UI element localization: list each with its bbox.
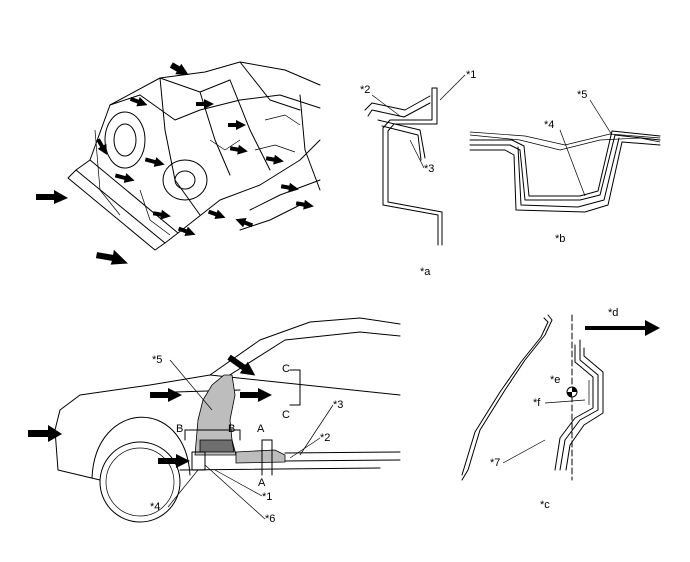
label-b: *b (555, 233, 565, 245)
section-mark-a2: A (258, 477, 266, 489)
section-view-b: *4 *5 *b (469, 89, 661, 245)
label-p4-side: *4 (150, 501, 160, 513)
section-mark-c1: C (282, 363, 290, 375)
label-p1-side: *1 (262, 491, 272, 503)
label-p2: *2 (360, 84, 370, 96)
label-p5: *5 (577, 89, 587, 101)
section-view-c: *d *e *f *7 *c (461, 307, 660, 511)
label-p2-side: *2 (320, 432, 330, 444)
label-e: *e (550, 374, 560, 386)
section-mark-c2: C (282, 409, 290, 421)
label-p3: *3 (424, 163, 434, 175)
label-f: *f (533, 397, 541, 409)
car-side-view: *5 *3 *2 *1 *4 *6 A A B B C C (28, 317, 401, 525)
label-c: *c (540, 499, 550, 511)
section-mark-b1: B (176, 423, 183, 435)
label-p4: *4 (544, 119, 554, 131)
label-p7: *7 (490, 457, 500, 469)
label-p3-side: *3 (333, 399, 343, 411)
label-p1: *1 (466, 69, 476, 81)
section-mark-b2: B (228, 423, 235, 435)
section-mark-a1: A (257, 423, 265, 435)
underbody-frame-view (36, 61, 321, 265)
label-a: *a (420, 266, 431, 278)
label-d: *d (608, 307, 618, 319)
section-view-a: *1 *2 *3 *a (360, 69, 476, 278)
label-p5-side: *5 (152, 354, 162, 366)
label-p6-side: *6 (265, 513, 275, 525)
